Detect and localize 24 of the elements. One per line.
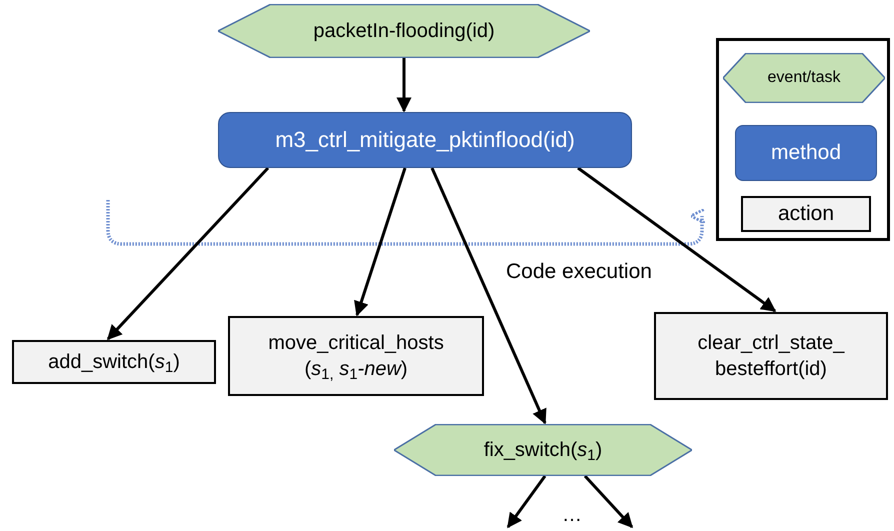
- event-hexagon: [218, 4, 590, 58]
- action-box: [654, 312, 888, 400]
- ellipsis-label: …: [562, 503, 582, 528]
- action-box: [12, 340, 216, 384]
- flow-label: Code execution: [506, 259, 652, 285]
- node-label: clear_ctrl_state_ besteffort(id): [696, 331, 846, 382]
- arrow: [584, 474, 634, 528]
- node-label: add_switch(s$_{1}$): [48, 350, 180, 375]
- node-label: fix_switch(s$_{1}$): [484, 438, 602, 463]
- event-hexagon: [394, 424, 692, 476]
- arrow: [506, 475, 546, 528]
- arrow: [577, 166, 776, 312]
- node-label: packetIn-flooding(id): [313, 19, 495, 44]
- method-box: [218, 112, 632, 168]
- legend-label: method: [770, 140, 842, 166]
- arrow: [106, 166, 270, 340]
- node-label: move_critical_hosts (s$_{1,}$ s$_{1}$-new): [267, 331, 445, 382]
- legend-label: action: [778, 201, 834, 228]
- node-label: m3_ctrl_mitigate_pktinflood(id): [275, 126, 575, 154]
- arrow: [396, 58, 412, 112]
- action-box: [228, 316, 484, 396]
- arrow: [430, 167, 546, 424]
- arrow: [354, 168, 406, 316]
- legend-label: event/task: [768, 68, 840, 88]
